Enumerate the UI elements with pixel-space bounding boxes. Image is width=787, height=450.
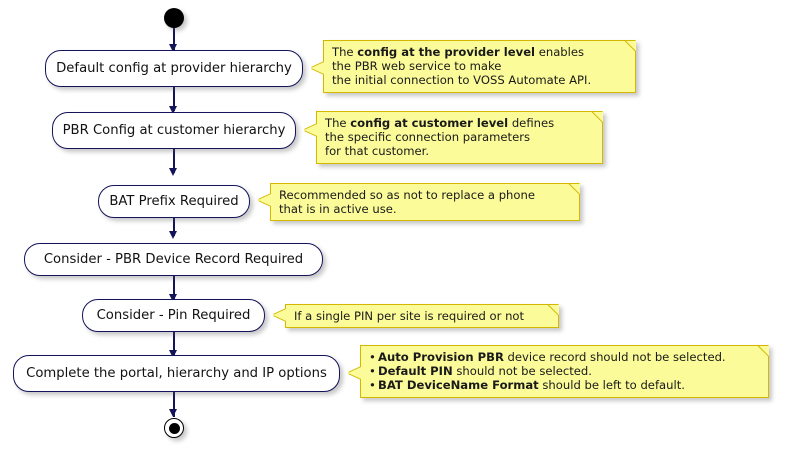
connector-n6-to-end	[173, 392, 175, 417]
connector-n4-to-n5	[173, 274, 175, 299]
activity-node-complete-the-portal-hierarchy-and-ip-options[interactable]: Complete the portal, hierarchy and IP op…	[13, 355, 340, 392]
arrowhead-n6	[169, 350, 177, 358]
note-pointer-portal-options	[348, 367, 361, 379]
note-line: The config at the provider level enables	[332, 45, 585, 59]
note-line: Recommended so as not to replace a phone	[279, 188, 535, 202]
end-node	[164, 418, 184, 438]
arrowhead-n1	[169, 44, 177, 52]
note-line: If a single PIN per site is required or …	[294, 309, 525, 323]
note-bullet-item: BAT DeviceName Format should be left to …	[369, 378, 759, 392]
note-line: for that customer.	[325, 144, 430, 159]
arrowhead-n2	[169, 106, 177, 114]
activity-node-consider-pin-required[interactable]: Consider - Pin Required	[82, 299, 265, 332]
note-bullet-item: Default PIN should not be selected.	[369, 364, 759, 378]
connector-n2-to-n3	[173, 148, 175, 173]
connector-n1-to-n2	[173, 86, 175, 111]
note-bullet-item: Auto Provision PBR device record should …	[369, 350, 759, 364]
connector-start-to-n1	[173, 27, 175, 50]
note-pin-required: If a single PIN per site is required or …	[285, 304, 559, 329]
connector-n3-to-n4	[173, 211, 175, 236]
note-pointer-pin-required	[273, 309, 286, 321]
note-fold-corner	[548, 304, 559, 315]
activity-node-label: Consider - Pin Required	[96, 307, 251, 323]
note-bat-prefix: Recommended so as not to replace a phone…	[270, 183, 580, 222]
note-portal-options: Auto Provision PBR device record should …	[360, 345, 769, 398]
activity-node-pbr-config-at-customer-hierarchy[interactable]: PBR Config at customer hierarchy	[52, 112, 296, 149]
note-customer-config: The config at customer level defines the…	[316, 111, 603, 164]
arrowhead-n3	[169, 168, 177, 176]
activity-node-bat-prefix-required[interactable]: BAT Prefix Required	[98, 185, 250, 218]
note-pointer-provider-config	[311, 62, 324, 74]
start-node	[164, 8, 184, 28]
note-pointer-bat-prefix	[258, 194, 271, 206]
activity-node-label: PBR Config at customer hierarchy	[62, 122, 286, 138]
activity-node-label: BAT Prefix Required	[109, 193, 239, 209]
arrowhead-end	[169, 409, 177, 417]
arrowhead-n5	[169, 294, 177, 302]
note-provider-config: The config at the provider level enables…	[323, 40, 636, 93]
note-fold-corner	[569, 183, 580, 194]
note-fold-corner	[592, 111, 603, 122]
arrowhead-n4	[169, 231, 177, 239]
note-pointer-customer-config	[304, 124, 317, 136]
note-fold-corner	[625, 40, 636, 51]
note-line: the specific connection parameters	[325, 130, 531, 145]
note-line: the PBR web service to make	[332, 59, 502, 74]
activity-node-label: Default config at provider hierarchy	[56, 60, 292, 76]
connector-n5-to-n6	[173, 330, 175, 355]
activity-node-label: Consider - PBR Device Record Required	[43, 251, 304, 267]
activity-node-consider-pbr-device-record-required[interactable]: Consider - PBR Device Record Required	[24, 243, 323, 276]
note-line: that is in active use.	[279, 202, 397, 217]
activity-node-default-config-at-provider-hierarchy[interactable]: Default config at provider hierarchy	[45, 50, 303, 87]
note-line: the initial connection to VOSS Automate …	[332, 73, 592, 88]
note-bullet-list: Auto Provision PBR device record should …	[369, 350, 759, 393]
note-line: The config at customer level defines	[325, 116, 555, 130]
note-fold-corner	[758, 345, 769, 356]
activity-node-label: Complete the portal, hierarchy and IP op…	[26, 365, 327, 381]
